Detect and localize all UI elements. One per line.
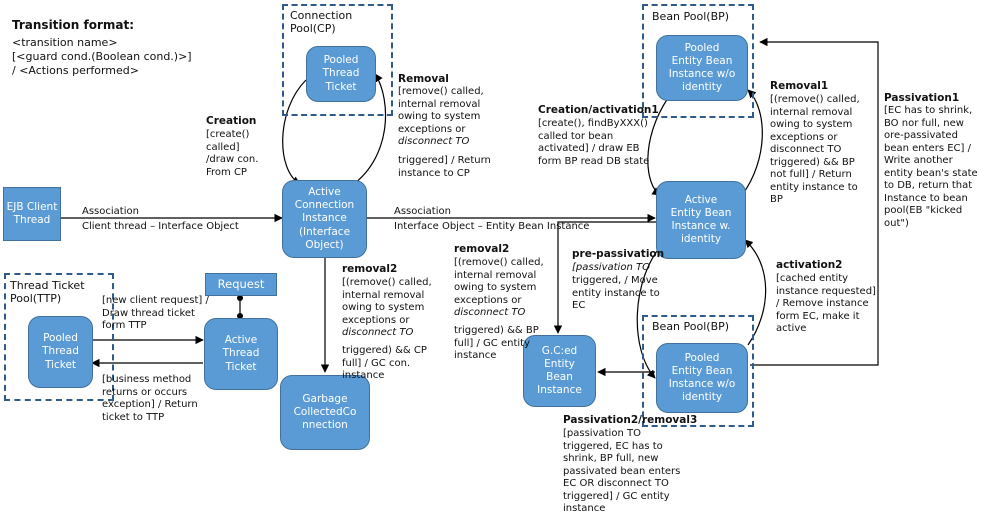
ttp-return-label: [business method returns or occurs excep… — [102, 374, 198, 423]
removal2-eb-body-2: triggered) && BP full] / GC entity insta… — [454, 325, 539, 361]
removal-body-1: [remove() called, internal removal owing… — [398, 86, 484, 135]
prepassivation-label: pre-passivation — [572, 248, 665, 260]
activation2-label: activation2 — [776, 259, 843, 271]
active-connection-instance-node[interactable]: Active Connection Instance (Interface Ob… — [282, 180, 367, 258]
connection-pool-container — [282, 4, 393, 116]
removal1-label: Removal1 — [770, 80, 829, 92]
garbage-collected-connection-node[interactable]: Garbage CollectedCo nnection — [280, 375, 370, 450]
edge-creation-activation — [647, 97, 669, 196]
removal2-eb-italic: disconnect TO — [454, 307, 526, 318]
gced-entity-bean-node[interactable]: G.C:ed Entity Bean Instance — [523, 335, 596, 407]
request-dot-top — [237, 295, 243, 301]
edge-removal2-eb — [553, 221, 660, 334]
removal-body-2: triggered] / Return instance to CP — [398, 155, 491, 179]
pooled-thread-ticket-cp-node[interactable]: Pooled Thread Ticket — [306, 46, 376, 102]
passivation2-label: Passivation2/removal3 — [563, 414, 698, 426]
creation-activation-body: [create(), findByXXX() called tor bean a… — [538, 118, 650, 167]
ttp-draw-label: [new client request] / Draw thread ticke… — [102, 295, 209, 331]
removal1-body: [(remove() called, internal removal owin… — [770, 94, 860, 205]
request-dot-bottom — [237, 313, 243, 319]
removal-label: Removal — [398, 73, 449, 85]
passivation2-body: [passivation TO triggered, EC has to shr… — [563, 428, 681, 514]
bean-pool-bottom-title: Bean Pool(BP) — [652, 320, 730, 333]
active-thread-ticket-node[interactable]: Active Thread Ticket — [204, 318, 278, 390]
ejb-client-thread-node[interactable]: EJB Client Thread — [3, 187, 61, 241]
removal2-cp-italic: disconnect TO — [342, 327, 414, 338]
activation2-body: [cached entity instance requested] / Rem… — [776, 273, 876, 334]
removal2-cp-body-1: [(remove() called, internal removal owin… — [342, 277, 432, 326]
removal2-cp-body-2: triggered) && CP full] / GC con. instanc… — [342, 345, 427, 381]
edge-activation2 — [744, 239, 767, 346]
thread-ticket-pool-title: Thread Ticket Pool(TTP) — [10, 279, 85, 306]
association1-label: Association — [82, 206, 139, 217]
edge-removal — [347, 73, 387, 189]
request-node[interactable]: Request — [205, 273, 277, 296]
removal2-eb-label: removal2 — [454, 243, 510, 255]
creation-label: Creation — [206, 115, 257, 127]
removal-italic: disconnect TO — [398, 136, 470, 147]
active-entity-bean-node[interactable]: Active Entity Bean Instance w. identity — [656, 181, 746, 259]
association1-body: Client thread – Interface Object — [82, 221, 239, 232]
prepassivation-body: triggered, / Move entity instance to EC — [572, 275, 660, 311]
thread-ticket-pool-container — [4, 273, 114, 401]
pooled-entity-bean-bottom-node[interactable]: Pooled Entity Bean Instance w/o identity — [656, 343, 748, 413]
edge-passivation1 — [750, 37, 879, 366]
creation-body: [create() called] /draw con. From CP — [206, 129, 259, 178]
passivation1-label: Passivation1 — [884, 92, 960, 104]
legend-lines: <transition name> [<guard cond.(Boolean … — [12, 36, 192, 77]
bean-pool-top-title: Bean Pool(BP) — [652, 10, 730, 23]
association2-body: Interface Object – Entity Bean Instance — [394, 221, 590, 232]
bean-pool-top-container — [642, 4, 754, 118]
connection-pool-title: Connection Pool(CP) — [290, 9, 353, 36]
removal2-cp-label: removal2 — [342, 263, 398, 275]
edge-prepassivation — [636, 241, 665, 379]
legend-title: Transition format: — [12, 18, 135, 32]
association2-label: Association — [394, 206, 451, 217]
prepassivation-italic: [passivation TO — [572, 262, 650, 273]
pooled-entity-bean-top-node[interactable]: Pooled Entity Bean Instance w/o identity — [656, 35, 748, 101]
passivation1-body: [EC has to shrink, BO nor full, new ore-… — [884, 105, 978, 229]
removal2-eb-body-1: [(remove() called, internal removal owin… — [454, 257, 544, 306]
creation-activation-label: Creation/activation1 — [538, 104, 659, 116]
bean-pool-bottom-container — [642, 315, 754, 427]
pooled-thread-ticket-ttp-node[interactable]: Pooled Thread Ticket — [28, 316, 93, 388]
edge-creation — [282, 79, 307, 185]
